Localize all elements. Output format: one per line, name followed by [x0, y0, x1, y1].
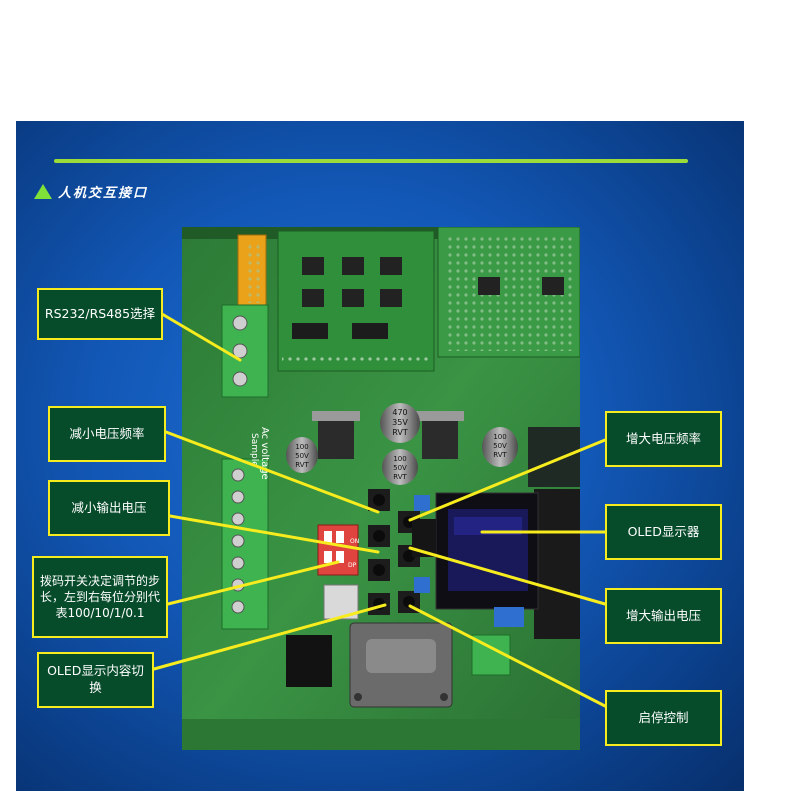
mcu-board-edge	[534, 489, 580, 639]
capacitor-470: 470 35V RVT	[380, 403, 420, 443]
svg-text:35V: 35V	[392, 418, 408, 427]
svg-text:100: 100	[393, 455, 406, 463]
oled-screen	[435, 492, 539, 610]
svg-text:RVT: RVT	[295, 461, 309, 469]
db9-connector	[349, 622, 453, 708]
svg-text:50V: 50V	[493, 442, 507, 450]
label-oled-content-switch: OLED显示内容切换	[37, 652, 154, 708]
label-dip-switch-description: 拨码开关决定调节的步长，左到右每位分别代表100/10/1/0.1	[32, 556, 168, 638]
capacitor-100-center: 100 50V RVT	[382, 449, 418, 485]
ac-terminal-block	[221, 458, 269, 630]
oled-connector	[412, 519, 436, 557]
label-increase-frequency: 增大电压频率	[605, 411, 722, 467]
output-terminal	[471, 634, 511, 676]
potentiometer	[414, 577, 430, 593]
svg-text:RVT: RVT	[393, 473, 407, 481]
title-divider-line	[54, 159, 688, 163]
label-increase-voltage: 增大输出电压	[605, 588, 722, 644]
power-switch	[323, 584, 359, 620]
label-decrease-voltage: 减小输出电压	[48, 480, 170, 536]
svg-text:50V: 50V	[393, 464, 407, 472]
svg-text:RVT: RVT	[392, 428, 408, 437]
label-oled-display: OLED显示器	[605, 504, 722, 560]
svg-text:50V: 50V	[295, 452, 309, 460]
capacitor-100-right: 100 50V RVT	[482, 427, 518, 467]
label-start-stop: 启停控制	[605, 690, 722, 746]
svg-text:470: 470	[392, 408, 407, 417]
dip-switch: ON DP	[317, 524, 359, 576]
svg-text:ON: ON	[350, 538, 359, 545]
relay-module	[277, 230, 435, 372]
blue-trimmer	[494, 607, 524, 627]
label-decrease-frequency: 减小电压频率	[48, 406, 166, 462]
triangle-bullet-icon	[34, 184, 52, 199]
pcb-photo: Ac voltage Sample 470 35V RVT 100 50V RV…	[182, 227, 580, 750]
isolation-module	[437, 227, 580, 358]
svg-text:DP: DP	[348, 562, 357, 569]
sample-silkscreen: Sample	[249, 433, 259, 467]
potentiometer	[414, 495, 430, 511]
svg-text:RVT: RVT	[493, 451, 507, 459]
section-heading-text: 人机交互接口	[58, 186, 149, 201]
edge-connector	[528, 427, 580, 487]
svg-text:100: 100	[295, 443, 308, 451]
svg-text:100: 100	[493, 433, 506, 441]
capacitor-100-left: 100 50V RVT	[286, 437, 318, 473]
rs-terminal-block	[221, 304, 269, 398]
ac-voltage-silkscreen: Ac voltage	[259, 427, 270, 480]
label-rs-select: RS232/RS485选择	[37, 288, 163, 340]
section-heading: 人机交互接口	[34, 182, 148, 201]
dc-jack	[286, 635, 332, 687]
